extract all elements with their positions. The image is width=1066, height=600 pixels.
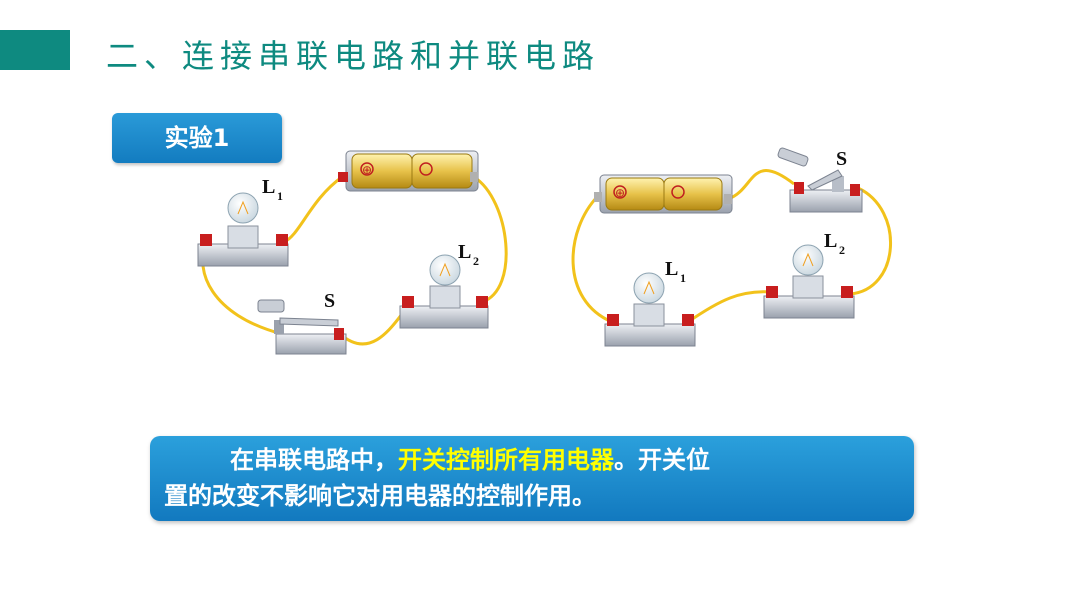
wire [727, 169, 795, 201]
lamp-l2 [763, 244, 855, 319]
note-line-1: 在串联电路中，开关控制所有用电器。开关位 [164, 442, 900, 478]
wire [571, 194, 613, 324]
battery-plus-symbol: ⊕ [615, 186, 625, 200]
lamp-l2-subscript: 2 [839, 243, 845, 257]
note-text: 。开关位 [614, 446, 710, 474]
wire [687, 290, 773, 324]
lamp-l1-label: L [665, 258, 678, 280]
switch-s-label: S [324, 290, 335, 312]
switch-s-label: S [836, 148, 847, 170]
switch-s [257, 299, 347, 355]
lamp-l1 [604, 272, 696, 347]
slide-title: 二、连接串联电路和并联电路 [106, 37, 601, 75]
circuit-illustration: ⊕ L 1 L 2 [197, 147, 892, 355]
lamp-l2 [399, 254, 489, 329]
switch-s [777, 147, 863, 213]
lamp-l2-label: L [458, 241, 471, 263]
lamp-l1-subscript: 1 [680, 271, 686, 285]
experiment-label: 实验1 [112, 113, 282, 163]
battery-holder: ⊕ [338, 150, 479, 192]
lamp-l1-subscript: 1 [277, 189, 283, 203]
series-circuit-2: ⊕ S L 1 [571, 147, 892, 347]
series-circuit-1: ⊕ L 1 L 2 [197, 150, 508, 355]
lamp-l2-subscript: 2 [473, 254, 479, 268]
wire [339, 305, 410, 346]
battery-holder: ⊕ [594, 174, 733, 214]
note-text: 在串联电路中， [230, 446, 398, 474]
lamp-l1 [197, 192, 289, 267]
note-highlight: 开关控制所有用电器 [398, 446, 614, 474]
note-line-2: 置的改变不影响它对用电器的控制作用。 [164, 482, 596, 510]
battery-plus-symbol: ⊕ [362, 163, 372, 177]
lamp-l2-label: L [824, 230, 837, 252]
conclusion-note: 在串联电路中，开关控制所有用电器。开关位 置的改变不影响它对用电器的控制作用。 [150, 436, 914, 521]
title-accent-bar [0, 30, 70, 70]
lamp-l1-label: L [262, 176, 275, 198]
wire [473, 175, 508, 304]
wire [849, 186, 892, 296]
wire [283, 175, 343, 244]
